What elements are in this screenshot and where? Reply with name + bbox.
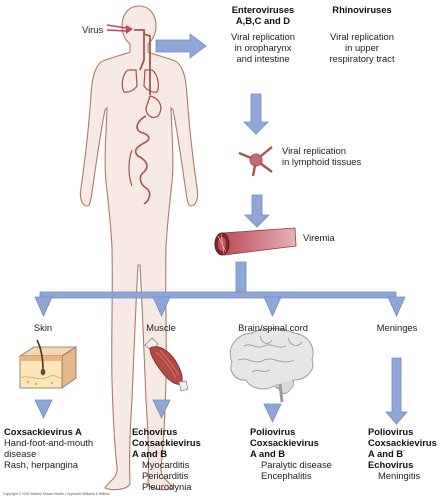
meninges-diseases: Meningitis — [378, 470, 421, 481]
lymphoid-tissue-icon — [238, 146, 273, 177]
colon — [128, 149, 133, 187]
skin-diseases: Hand-foot-and-mouth disease Rash, herpan… — [4, 437, 94, 470]
skin-tissue-icon — [18, 339, 78, 389]
copyright-notice: Copyright © 2016 Wolters Kluwer Health |… — [3, 492, 110, 496]
arrow-to-lymphoid — [243, 93, 269, 135]
brain-virus-names: Poliovirus Coxsackievirus A and B — [250, 426, 319, 459]
muscle-virus-names: Echovirus Coxsackievirus A and B — [132, 426, 201, 459]
left-lung — [121, 69, 138, 93]
enterovirus-description: Viral replication in oropharynx and inte… — [231, 31, 295, 64]
arrow-brain-down — [263, 403, 282, 423]
site-label-brain: Brain/spinal cord — [238, 322, 308, 333]
esophagus-tube — [143, 33, 151, 95]
virus-entry-arrow — [106, 24, 133, 34]
arrow-muscle-down — [152, 399, 171, 419]
enterovirus-title: Enteroviruses A,B,C and D — [231, 4, 295, 26]
body-silhouette — [79, 5, 199, 491]
brain-diseases: Paralytic disease Encephalitis — [261, 459, 332, 481]
arrow-meninges-down — [385, 357, 408, 425]
viremia-label: Viremia — [303, 232, 335, 243]
pharynx-tube — [134, 29, 145, 71]
human-body-illustration — [79, 5, 199, 491]
arrow-to-viremia — [244, 194, 270, 228]
distribution-arrows — [34, 261, 406, 317]
site-label-meninges: Meninges — [376, 322, 418, 333]
blood-vessel-icon — [214, 227, 297, 256]
arrow-skin-down — [34, 399, 53, 419]
skin-virus-names: Coxsackievirus A — [4, 426, 82, 437]
site-label-muscle: Muscle — [146, 322, 176, 333]
lymphoid-label: Viral replication in lymphoid tissues — [282, 145, 362, 167]
brain-icon — [229, 328, 314, 403]
muscle-tissue-icon — [144, 337, 189, 392]
stomach — [145, 95, 162, 119]
rhinovirus-title: Rhinoviruses — [332, 4, 392, 15]
muscle-diseases: Myocarditis Pericarditis Pleurodynia — [142, 459, 192, 492]
arrow-to-entero — [155, 33, 207, 59]
right-lung — [143, 69, 159, 93]
rhinovirus-description: Viral replication in upper respiratory t… — [329, 31, 395, 64]
site-label-skin: Skin — [33, 322, 53, 333]
virus-label: Virus — [82, 24, 104, 35]
meninges-virus-names: Poliovirus Coxsackievirus A and B Echovi… — [368, 426, 437, 470]
intestines — [134, 115, 151, 205]
